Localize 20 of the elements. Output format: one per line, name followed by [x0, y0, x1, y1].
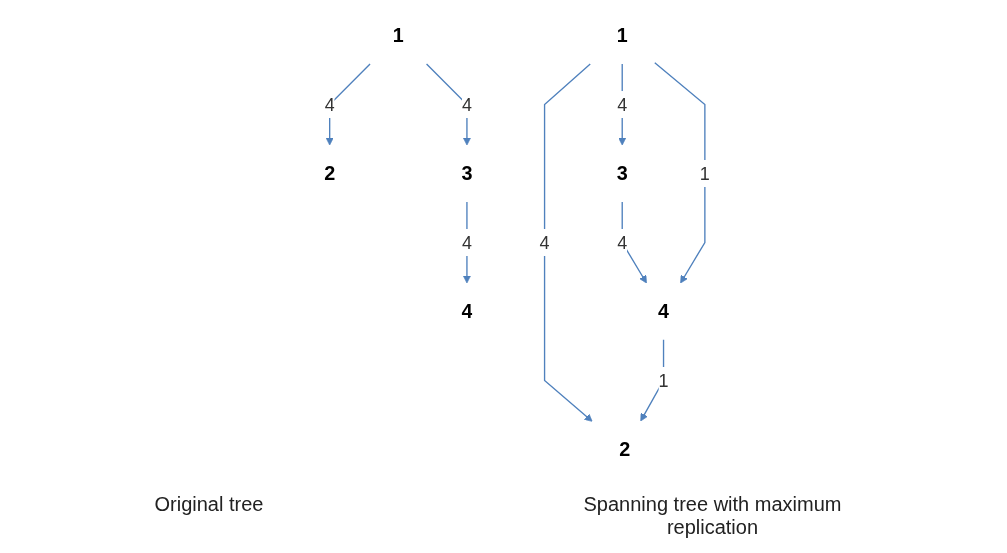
node-text: 2 [619, 438, 631, 461]
edge-label: 1 [658, 370, 669, 391]
caption-text: Original tree [154, 493, 264, 517]
node-text: 4 [658, 300, 670, 323]
edge-label: 4 [617, 94, 628, 115]
edge-label: 4 [617, 232, 628, 253]
node-text: 3 [461, 162, 473, 185]
node-text: 2 [324, 162, 336, 185]
node-text: 4 [461, 300, 473, 323]
node-text: 1 [616, 24, 628, 47]
caption-text: Spanning tree with maximum replication [582, 493, 843, 539]
arrow [654, 62, 706, 284]
edge-label: 4 [324, 94, 335, 115]
node-text: 3 [616, 162, 628, 185]
edge-label: 4 [539, 232, 550, 253]
edge-label: 4 [461, 232, 472, 253]
edge-label: 4 [461, 94, 472, 115]
arrow [543, 63, 593, 422]
node-text: 1 [392, 24, 404, 47]
edge-label: 1 [699, 163, 710, 184]
